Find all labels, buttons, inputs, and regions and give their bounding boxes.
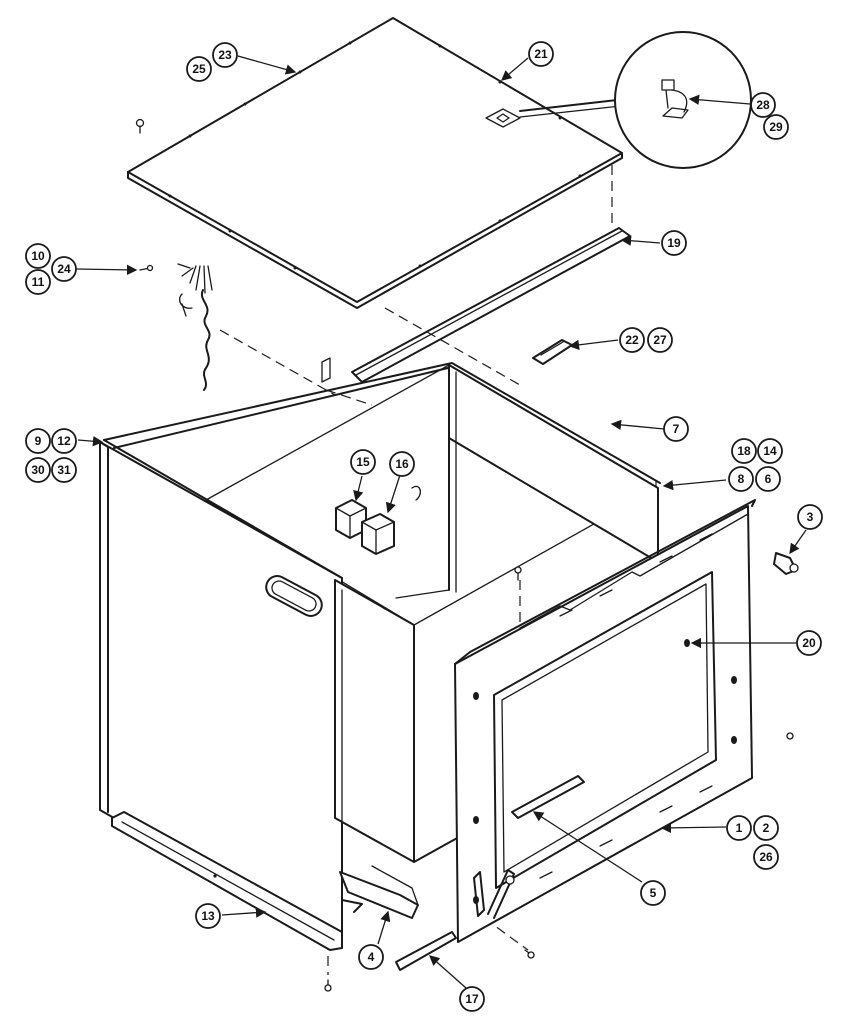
svg-text:3: 3 (807, 510, 814, 524)
callout-21: 21 (528, 41, 554, 67)
callout-19: 19 (661, 230, 687, 256)
support-bar (511, 775, 585, 819)
callout-2: 2 (753, 815, 779, 841)
callout-8: 8 (728, 466, 754, 492)
svg-text:18: 18 (737, 444, 751, 458)
callout-6: 6 (755, 466, 781, 492)
svg-text:27: 27 (653, 333, 667, 347)
callout-31: 31 (51, 457, 77, 483)
callout-9: 9 (25, 428, 51, 454)
svg-text:17: 17 (465, 992, 479, 1006)
switch-part-icon (661, 79, 689, 119)
svg-text:16: 16 (395, 457, 409, 471)
svg-text:5: 5 (650, 886, 657, 900)
callout-22: 22 (619, 327, 645, 353)
callout-17: 17 (459, 986, 485, 1012)
cabinet-body (99, 357, 661, 949)
leader-lines (75, 55, 807, 989)
screw-icon (786, 732, 794, 740)
callout-23: 23 (212, 42, 238, 68)
svg-text:24: 24 (57, 262, 71, 276)
screw-icon (135, 118, 145, 134)
svg-text:14: 14 (763, 444, 777, 458)
callout-14: 14 (757, 438, 783, 464)
callout-30: 30 (25, 457, 51, 483)
svg-text:10: 10 (31, 249, 45, 263)
pad-icon (485, 108, 521, 128)
wire-harness (139, 263, 213, 391)
svg-text:8: 8 (738, 472, 745, 486)
bracket-part (532, 339, 573, 365)
svg-text:28: 28 (756, 98, 770, 112)
screw-icon (324, 979, 332, 992)
callout-25: 25 (186, 56, 212, 82)
hinge-icon (473, 869, 515, 919)
callout-29: 29 (763, 114, 789, 140)
callout-11: 11 (25, 269, 51, 295)
svg-text:23: 23 (218, 48, 232, 62)
svg-text:11: 11 (32, 275, 45, 289)
front-frame (454, 499, 756, 943)
callout-24: 24 (51, 256, 77, 282)
svg-text:6: 6 (765, 472, 772, 486)
callout-27: 27 (647, 327, 673, 353)
kick-strip (395, 931, 457, 971)
screw-icon (514, 566, 522, 581)
svg-text:12: 12 (57, 434, 71, 448)
callout-4: 4 (358, 944, 384, 970)
svg-text:25: 25 (192, 62, 206, 76)
callout-12: 12 (51, 428, 77, 454)
callout-16: 16 (389, 451, 415, 477)
svg-text:22: 22 (625, 333, 639, 347)
top-panel (127, 17, 623, 309)
latch-part (773, 552, 799, 575)
svg-text:13: 13 (201, 909, 215, 923)
callout-3: 3 (797, 504, 823, 530)
svg-text:26: 26 (759, 850, 773, 864)
callout-13: 13 (195, 903, 221, 929)
callout-1: 1 (726, 815, 752, 841)
svg-text:31: 31 (57, 463, 71, 477)
svg-text:15: 15 (356, 455, 370, 469)
callout-10: 10 (25, 243, 51, 269)
detail-magnifier (519, 31, 752, 169)
svg-text:20: 20 (802, 636, 816, 650)
svg-text:30: 30 (31, 463, 45, 477)
svg-text:2: 2 (763, 821, 770, 835)
callout-5: 5 (640, 880, 666, 906)
terminal-blocks (335, 499, 395, 555)
callout-15: 15 (350, 449, 376, 475)
screw-icon (139, 264, 154, 272)
screw-icon (524, 949, 535, 959)
callout-20: 20 (796, 630, 822, 656)
svg-text:1: 1 (736, 821, 743, 835)
svg-text:7: 7 (673, 422, 680, 436)
callout-18: 18 (731, 438, 757, 464)
svg-text:9: 9 (35, 434, 42, 448)
callout-26: 26 (753, 844, 779, 870)
bottom-rail (111, 811, 343, 951)
callout-28: 28 (750, 92, 776, 118)
svg-text:4: 4 (368, 950, 375, 964)
slide-rail (339, 865, 419, 919)
svg-text:29: 29 (769, 120, 783, 134)
svg-text:21: 21 (534, 47, 548, 61)
callout-7: 7 (663, 416, 689, 442)
svg-text:19: 19 (667, 236, 681, 250)
